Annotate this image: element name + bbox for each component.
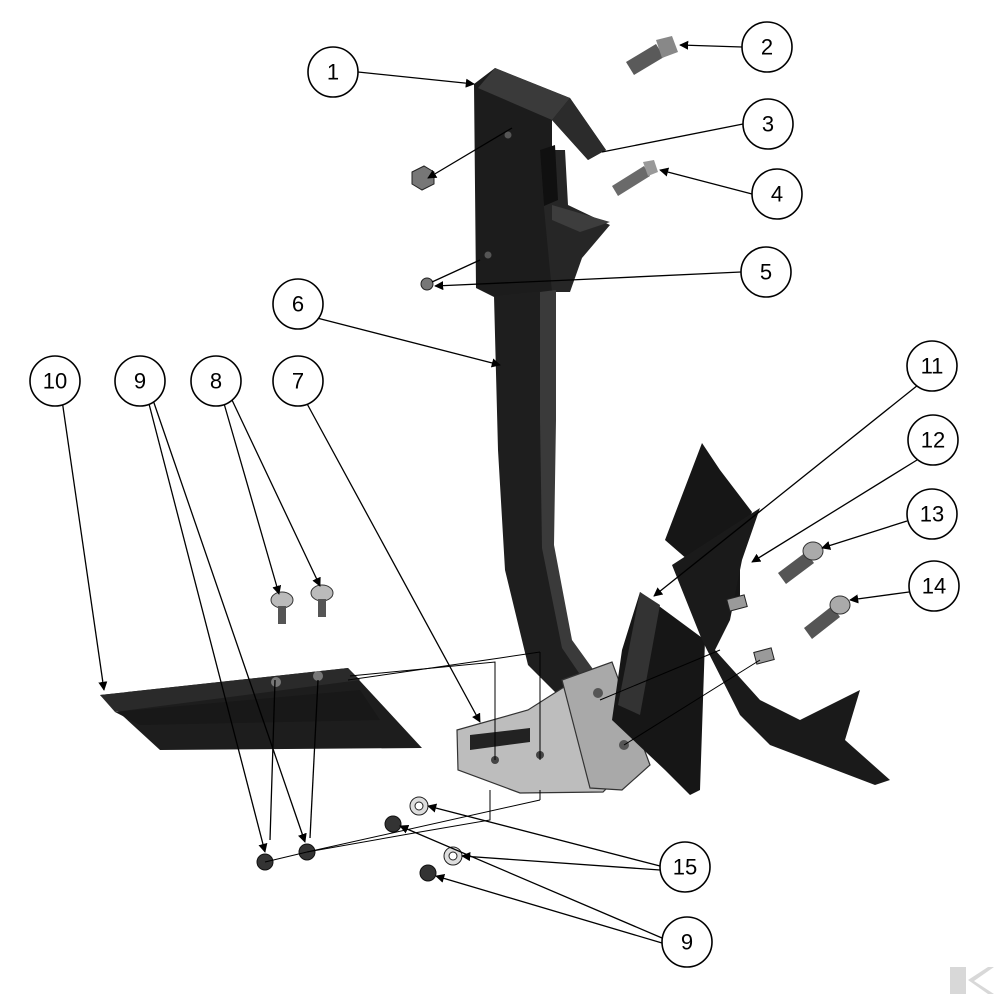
callout-13-label: 13 bbox=[920, 502, 944, 527]
center-wing-part bbox=[612, 592, 705, 795]
callout-balloons: 1 2 3 4 5 6 7 8 9 10 11 12 13 14 15 9 bbox=[29, 21, 960, 968]
callout-4-label: 4 bbox=[771, 182, 783, 207]
callout-7: 7 bbox=[272, 355, 324, 407]
brand-logo-icon bbox=[950, 967, 994, 994]
callout-13: 13 bbox=[906, 488, 958, 540]
callout-9-lower: 9 bbox=[661, 916, 713, 968]
bolt-4 bbox=[612, 160, 658, 196]
nut-5 bbox=[420, 277, 434, 291]
callout-15: 15 bbox=[659, 841, 711, 893]
callout-11-label: 11 bbox=[921, 354, 944, 379]
sweep-blade-part bbox=[665, 443, 890, 785]
shoe-plate-part bbox=[456, 661, 651, 794]
callout-11: 11 bbox=[906, 340, 958, 392]
callout-6: 6 bbox=[272, 278, 324, 330]
callout-3: 3 bbox=[742, 98, 794, 150]
callout-15-label: 15 bbox=[673, 855, 697, 880]
carriage-bolts-8 bbox=[270, 584, 334, 624]
callout-1: 1 bbox=[307, 46, 359, 98]
callout-9-upper: 9 bbox=[114, 355, 166, 407]
callout-2-label: 2 bbox=[761, 35, 773, 60]
assembly-guide-lines bbox=[264, 649, 761, 863]
callout-8: 8 bbox=[190, 355, 242, 407]
nuts-and-washers bbox=[256, 796, 463, 882]
callout-10: 10 bbox=[29, 355, 81, 407]
callout-12: 12 bbox=[907, 414, 959, 466]
leader-lines bbox=[61, 40, 919, 944]
callout-10-label: 10 bbox=[43, 369, 67, 394]
bolt-2 bbox=[626, 36, 678, 75]
callout-8-label: 8 bbox=[210, 369, 222, 394]
callout-9-upper-label: 9 bbox=[134, 369, 146, 394]
mounting-bracket-part bbox=[474, 68, 610, 300]
callout-9-lower-label: 9 bbox=[681, 930, 693, 955]
callout-12-label: 12 bbox=[921, 428, 945, 453]
callout-14: 14 bbox=[908, 560, 960, 612]
callout-1-label: 1 bbox=[327, 60, 339, 85]
shank-part bbox=[494, 290, 608, 712]
share-point-part bbox=[100, 668, 422, 750]
callout-14-label: 14 bbox=[922, 574, 946, 599]
callout-2: 2 bbox=[741, 21, 793, 73]
bolt-14 bbox=[804, 595, 851, 639]
callout-4: 4 bbox=[751, 168, 803, 220]
nut-3 bbox=[411, 165, 435, 191]
callout-3-label: 3 bbox=[762, 112, 774, 137]
callout-6-label: 6 bbox=[292, 292, 304, 317]
callout-5: 5 bbox=[740, 246, 792, 298]
callout-7-label: 7 bbox=[292, 369, 304, 394]
callout-5-label: 5 bbox=[760, 260, 772, 285]
bolt-13 bbox=[778, 541, 824, 584]
